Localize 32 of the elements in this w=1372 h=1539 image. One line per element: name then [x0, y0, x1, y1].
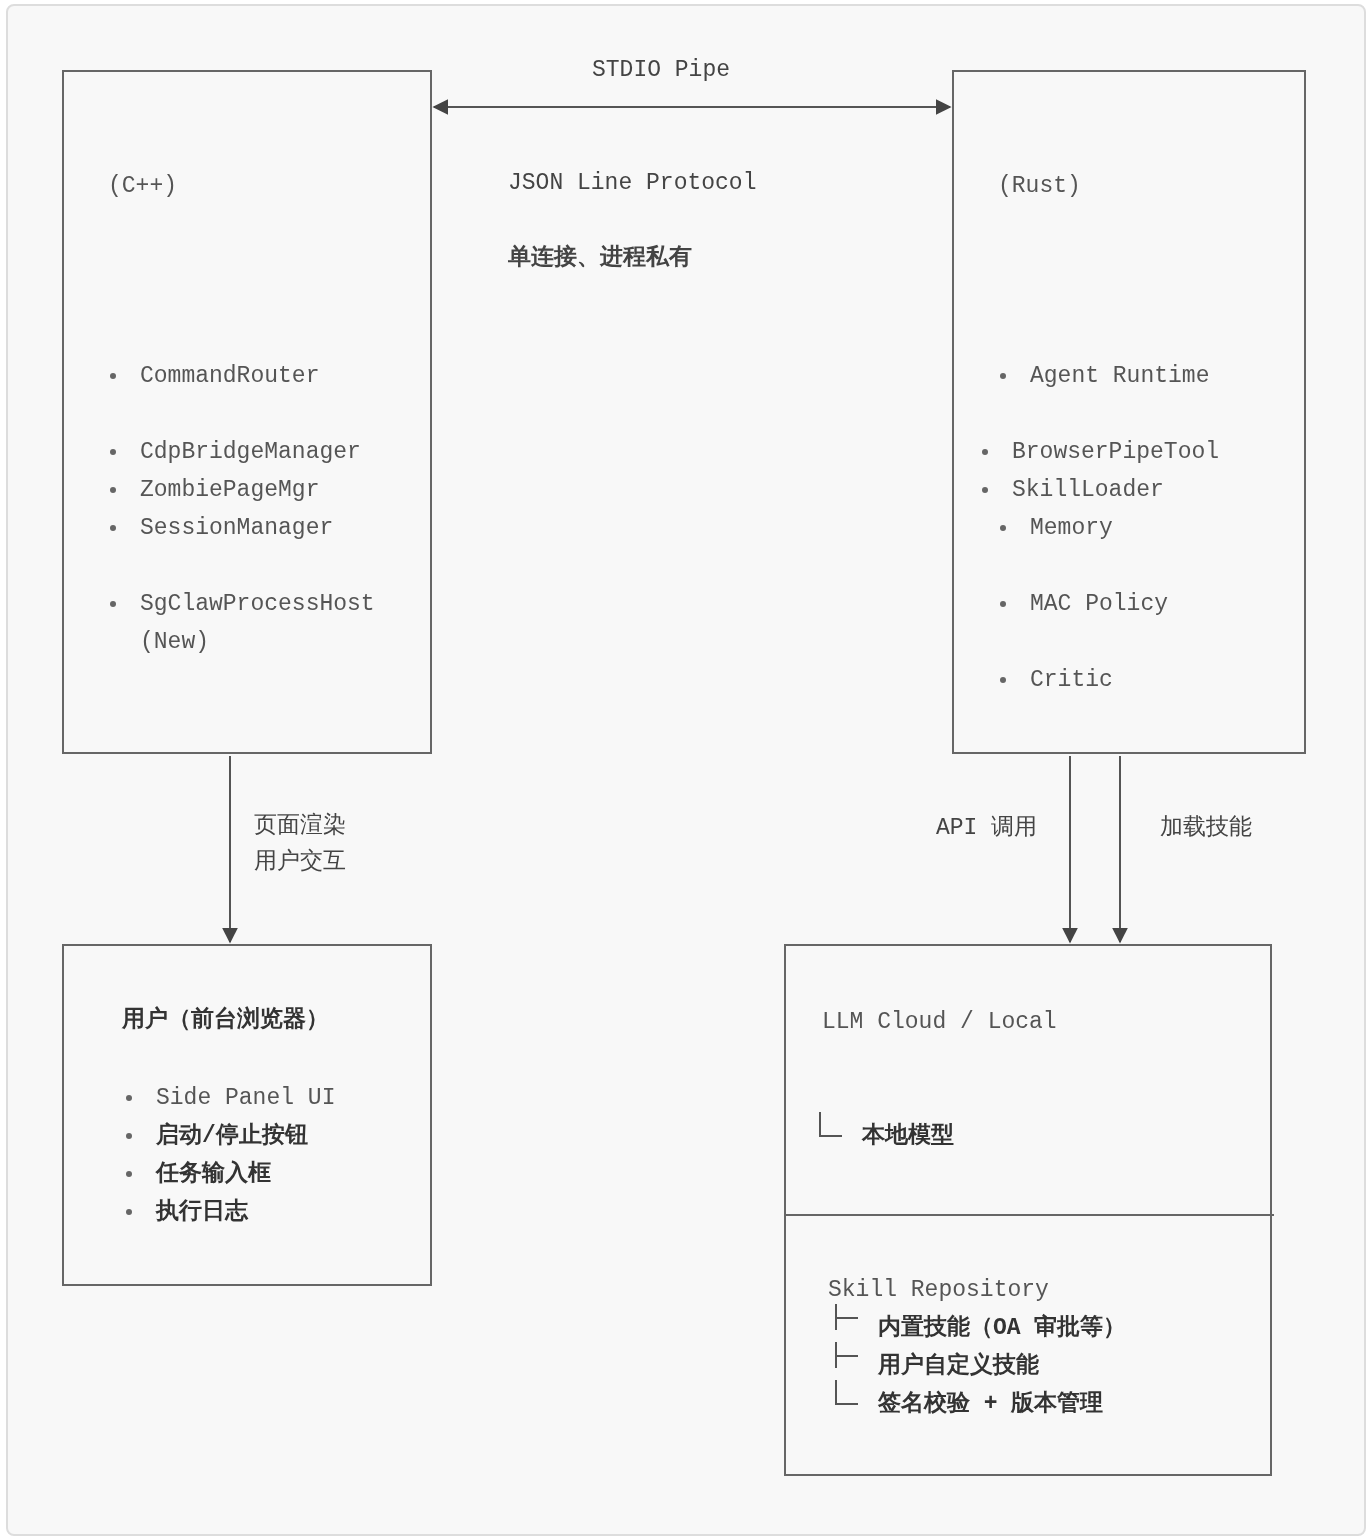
list-item: MAC Policy	[1030, 590, 1169, 619]
box-heading: (C++)	[108, 172, 177, 201]
list-item: 任务输入框	[156, 1159, 271, 1189]
box-heading: (Rust)	[998, 172, 1081, 201]
list-item: CdpBridgeManager	[140, 438, 361, 467]
list-item: 用户自定义技能	[878, 1351, 1039, 1381]
component-box	[952, 70, 1306, 754]
box-heading: LLM Cloud / Local	[822, 1008, 1057, 1037]
container-box	[784, 944, 1272, 1476]
box-heading: Skill Repository	[828, 1276, 1049, 1305]
list-item: SessionManager	[140, 514, 334, 543]
list-item: 内置技能（OA 审批等）	[878, 1313, 1127, 1343]
component-box	[62, 944, 432, 1286]
arrow	[1062, 755, 1078, 944]
list-item: 执行日志	[156, 1197, 248, 1227]
box-heading: 用户（前台浏览器）	[122, 1005, 329, 1035]
list-item: BrowserPipeTool	[1012, 438, 1220, 467]
arrow	[1112, 755, 1128, 944]
list-item: Memory	[1030, 514, 1113, 543]
list-item: 本地模型	[862, 1121, 954, 1151]
list-item: Critic	[1030, 666, 1113, 695]
list-item: 启动/停止按钮	[156, 1121, 308, 1151]
arrow	[222, 755, 238, 944]
list-item: Agent Runtime	[1030, 362, 1210, 391]
list-item: SgClawProcessHost (New)	[140, 590, 376, 657]
list-item: CommandRouter	[140, 362, 320, 391]
arrow	[432, 99, 952, 115]
list-item: SkillLoader	[1012, 476, 1164, 505]
list-item: ZombiePageMgr	[140, 476, 320, 505]
list-item: Side Panel UI	[156, 1084, 336, 1113]
component-box	[62, 70, 432, 754]
list-item: 签名校验 + 版本管理	[878, 1389, 1104, 1419]
